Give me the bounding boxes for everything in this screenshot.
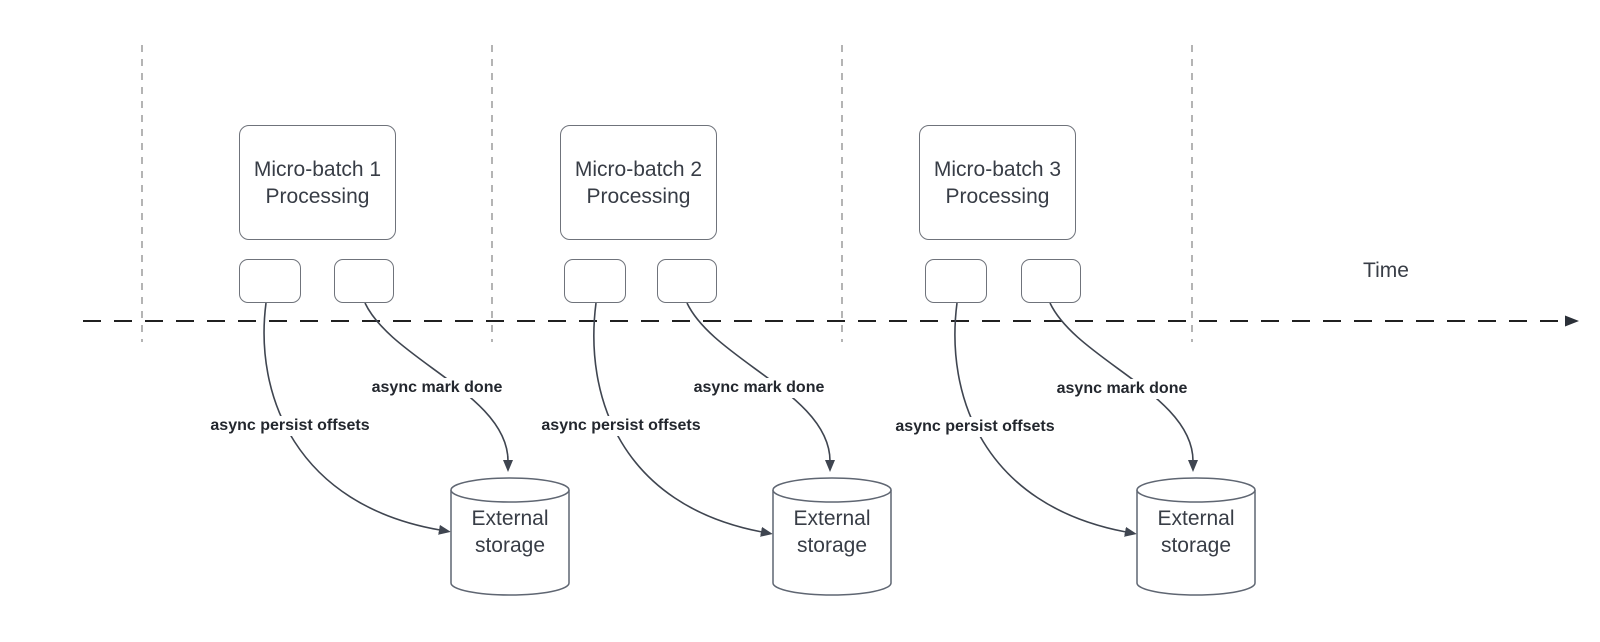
- external-storage-label-3: External storage: [1157, 507, 1235, 557]
- mark-done-node-1: [334, 259, 394, 303]
- time-label: Time: [1363, 259, 1409, 282]
- microbatch-2-label-line2: Processing: [586, 184, 691, 208]
- persist-offsets-label-3: async persist offsets: [892, 417, 1058, 437]
- mark-done-label-1: async mark done: [368, 378, 506, 398]
- mark-done-label-2: async mark done: [690, 378, 828, 398]
- mark-done-arrow-3: [1049, 302, 1198, 472]
- external-storage-label-1: External storage: [471, 507, 549, 557]
- persist-offsets-arrow-3: [954, 302, 1137, 537]
- external-storage-cylinder-1: [450, 477, 570, 596]
- persist-offsets-node-1: [239, 259, 301, 303]
- microbatch-3-processing-box: Micro-batch 3 Processing: [919, 125, 1076, 240]
- external-storage-cylinder-3: [1136, 477, 1256, 596]
- microbatch-1-processing-box: Micro-batch 1 Processing: [239, 125, 396, 240]
- mark-done-node-2: [657, 259, 717, 303]
- persist-offsets-node-3: [925, 259, 987, 303]
- persist-offsets-node-2: [564, 259, 626, 303]
- persist-offsets-label-1: async persist offsets: [207, 416, 373, 436]
- microbatch-2-processing-box: Micro-batch 2 Processing: [560, 125, 717, 240]
- microbatch-3-label-line2: Processing: [945, 184, 1050, 208]
- microbatch-2-label-line1: Micro-batch 2: [574, 157, 703, 181]
- external-storage-cylinder-2: [772, 477, 892, 596]
- mark-done-node-3: [1021, 259, 1081, 303]
- microbatch-1-label-line2: Processing: [265, 184, 370, 208]
- microbatch-1-label-line1: Micro-batch 1: [253, 157, 382, 181]
- persist-offsets-arrow-1: [263, 302, 451, 535]
- persist-offsets-arrow-2: [593, 302, 773, 537]
- mark-done-label-3: async mark done: [1053, 379, 1191, 399]
- external-storage-label-2: External storage: [793, 507, 871, 557]
- microbatch-3-label-line1: Micro-batch 3: [933, 157, 1062, 181]
- persist-offsets-label-2: async persist offsets: [538, 416, 704, 436]
